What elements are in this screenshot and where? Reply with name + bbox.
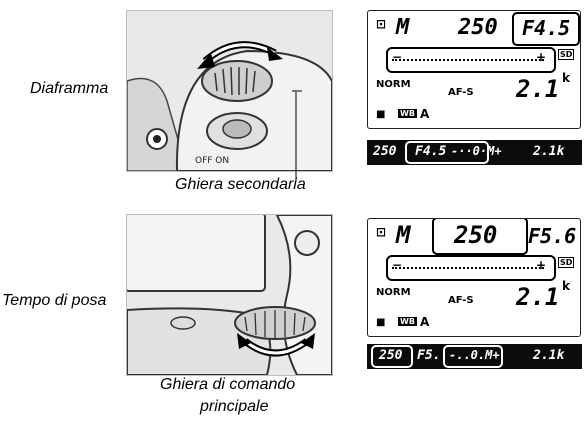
vf-meter: -..0.M+	[449, 348, 500, 362]
exposure-meter-highlight: − +	[386, 47, 556, 73]
sub-dial-label: Ghiera secondaria	[175, 176, 306, 193]
main-dial-label-line1: Ghiera di comando	[160, 376, 296, 393]
release-mode-icon: ■	[376, 109, 386, 120]
camera-grip-drawing: OFF ON	[127, 41, 332, 171]
vf-aperture: F4.5	[415, 144, 447, 159]
wb-value: A	[420, 315, 430, 329]
shutter-label: Tempo di posa	[2, 292, 107, 309]
vf-shutter: 250	[373, 144, 397, 159]
wb-value: A	[420, 107, 430, 121]
shots-remaining: 2.1	[516, 75, 560, 103]
vf-shutter: 250	[379, 348, 403, 363]
image-quality: NORM	[376, 79, 411, 90]
aperture-display: F4.5	[522, 16, 571, 40]
af-mode: AF-S	[448, 295, 474, 306]
vf-aperture: F5.	[417, 348, 441, 363]
wb-icon: WB	[398, 109, 417, 118]
image-quality: NORM	[376, 287, 411, 298]
release-mode-icon: ■	[376, 317, 386, 328]
top-control-panel-aperture: ⊡ M 250 F4.5 − + SD NORM AF-S 2.1 k ■ WB…	[367, 10, 581, 129]
sd-icon: SD	[558, 49, 575, 60]
aperture-highlight	[512, 12, 580, 46]
shutter-display: 250	[454, 221, 498, 249]
shutter-highlight	[432, 219, 528, 255]
mode-indicator: M	[396, 15, 410, 40]
main-dial-label-line2: principale	[200, 398, 269, 415]
camera-back-drawing	[127, 215, 332, 375]
main-command-dial-illustration	[126, 214, 333, 376]
shots-k: k	[562, 279, 570, 293]
vf-meter-highlight	[443, 345, 503, 368]
exposure-meter-highlight: − +	[386, 255, 556, 281]
shots-k: k	[562, 71, 570, 85]
sub-command-dial-illustration: OFF ON	[126, 10, 333, 172]
viewfinder-display-aperture: 250 F4.5 -··0·M+ 2.1k	[367, 140, 582, 165]
shutter-display: 250	[458, 15, 498, 40]
viewfinder-display-shutter: 250 F5. -..0.M+ 2.1k	[367, 344, 582, 369]
metering-icon: ⊡	[376, 17, 387, 31]
vf-shots: 2.1k	[533, 144, 565, 159]
top-control-panel-shutter: ⊡ M 250 F5.6 − + SD NORM AF-S 2.1 k ■ WB…	[367, 218, 581, 337]
metering-icon: ⊡	[376, 225, 387, 239]
shots-remaining: 2.1	[516, 283, 560, 311]
mode-indicator: M	[396, 221, 411, 249]
vf-shots: 2.1k	[533, 348, 565, 363]
wb-icon: WB	[398, 317, 417, 326]
vf-highlight	[405, 141, 489, 164]
vf-shutter-highlight	[371, 345, 413, 368]
aperture-label: Diaframma	[30, 80, 109, 97]
aperture-display: F5.6	[528, 224, 577, 248]
sd-icon: SD	[558, 257, 575, 268]
off-on-label: OFF ON	[195, 156, 229, 166]
af-mode: AF-S	[448, 87, 474, 98]
